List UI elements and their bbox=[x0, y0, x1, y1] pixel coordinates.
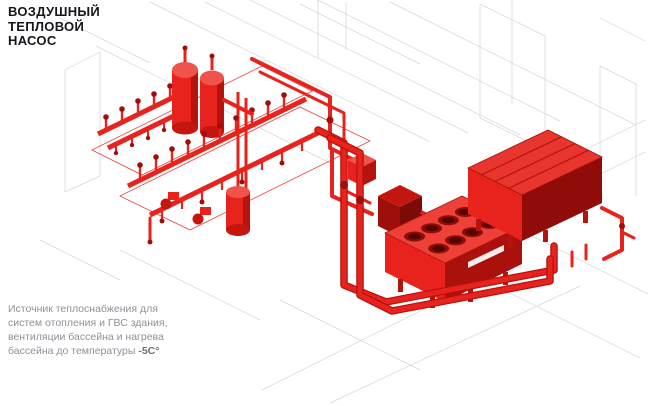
small-vessel bbox=[226, 186, 250, 236]
title-line-2: ТЕПЛОВОЙ bbox=[8, 18, 85, 34]
main-pipelines bbox=[314, 126, 558, 315]
caption-line-4: бассейна до температуры -5С° bbox=[8, 345, 168, 359]
manifold-front bbox=[148, 129, 322, 224]
background-wireframe bbox=[39, 0, 649, 404]
heat-pump-unit-right bbox=[467, 129, 603, 247]
caption-line-3: вентиляции бассейна и нагрева bbox=[8, 330, 164, 343]
piping-skid bbox=[91, 45, 376, 245]
heat-pump-unit-with-fans bbox=[384, 195, 523, 308]
right-valve bbox=[619, 223, 625, 229]
manifold-mid bbox=[126, 92, 308, 189]
control-cabinet bbox=[378, 185, 422, 237]
pipeline-valve-1 bbox=[340, 181, 348, 189]
fan-grilles bbox=[404, 207, 500, 254]
pump-group bbox=[160, 192, 211, 225]
pipeline-valve-2 bbox=[356, 196, 364, 204]
tank-2 bbox=[200, 70, 224, 138]
title-line-3: НАСОС bbox=[8, 33, 57, 49]
caption-line-4-text: бассейна до температуры bbox=[8, 344, 139, 357]
unit-right-legs bbox=[476, 211, 588, 247]
caption: Источник теплоснабжения для систем отопл… bbox=[8, 303, 168, 358]
caption-line-1: Источник теплоснабжения для bbox=[8, 303, 158, 315]
unit-top-ridges bbox=[481, 136, 589, 189]
branch-valve bbox=[326, 116, 334, 124]
right-side-pipes bbox=[570, 206, 636, 268]
unit-brand-label bbox=[468, 245, 504, 268]
drain-flange bbox=[147, 239, 153, 245]
tank-1 bbox=[172, 62, 198, 135]
caption-temperature: -5С° bbox=[138, 344, 160, 357]
page-title: ВОЗДУШНЫЙ ТЕПЛОВОЙ НАСОС bbox=[8, 4, 101, 49]
title-line-1: ВОЗДУШНЫЙ bbox=[8, 4, 101, 19]
caption-line-2: систем отопления и ГВС здания, bbox=[8, 316, 168, 329]
buffer-tanks bbox=[172, 45, 224, 138]
manifold-upper bbox=[96, 83, 178, 137]
